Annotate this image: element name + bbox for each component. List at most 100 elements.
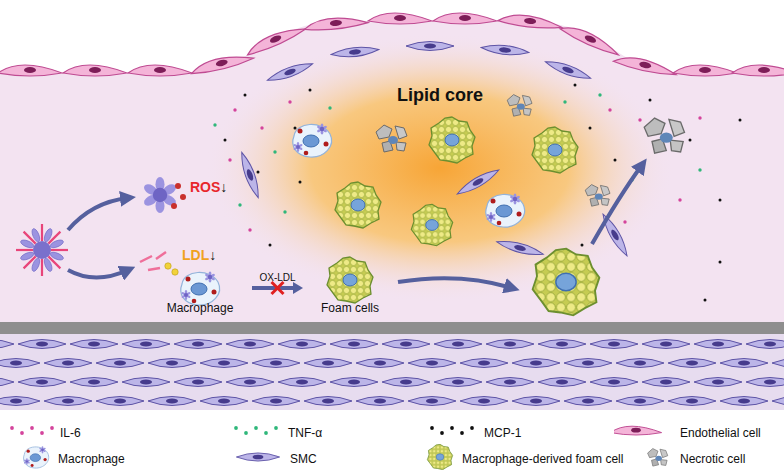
legend-icon xyxy=(236,444,296,470)
illustration-use xyxy=(44,397,92,406)
illustration-use xyxy=(368,13,432,24)
illustration-use xyxy=(642,340,690,349)
illustration-circle xyxy=(698,168,701,171)
illustration-use xyxy=(616,397,664,406)
illustration-circle xyxy=(608,108,611,111)
illustration-polygon xyxy=(293,282,303,294)
illustration-circle xyxy=(288,100,291,103)
illustration-use xyxy=(148,359,196,368)
cell-node: Macrophage xyxy=(148,268,252,318)
illustration-use xyxy=(720,397,768,406)
node-text: Macrophage xyxy=(167,302,234,316)
illustration-g xyxy=(0,13,784,78)
illustration-circle xyxy=(269,244,272,247)
legend-text: IL-6 xyxy=(60,426,81,440)
illustration-use xyxy=(433,13,497,24)
illustration-use xyxy=(668,397,716,406)
legend-entry: SMC xyxy=(290,449,317,467)
node-text: Lipid core xyxy=(397,85,483,106)
legend-entry: TNF-α xyxy=(288,423,322,441)
legend-entry: Macrophage-derived foam cell xyxy=(462,449,623,467)
illustration-use xyxy=(18,340,66,349)
illustration-use xyxy=(720,359,768,368)
label-group: LDL↓ xyxy=(182,248,216,263)
illustration-use xyxy=(356,397,404,406)
illustration-use xyxy=(96,397,144,406)
legend-dots xyxy=(8,424,56,438)
block-mark xyxy=(272,282,284,294)
illustration-path xyxy=(398,278,512,288)
legend-entry: Necrotic cell xyxy=(680,449,745,467)
block-mark xyxy=(272,282,284,294)
illustration-use xyxy=(0,359,40,368)
illustration-circle xyxy=(30,426,34,430)
illustration-use xyxy=(330,378,378,387)
illustration-use xyxy=(174,340,222,349)
illustration-use xyxy=(614,426,662,435)
illustration-use xyxy=(559,22,622,58)
illustration-circle xyxy=(294,127,297,130)
illustration-use xyxy=(599,212,631,258)
illustration-use xyxy=(732,65,784,76)
legend-dots xyxy=(428,424,476,438)
illustration-use xyxy=(278,340,326,349)
illustration-g xyxy=(213,84,741,302)
illustration-circle xyxy=(33,241,51,259)
legend-text: TNF-α xyxy=(288,426,322,440)
illustration-use xyxy=(434,378,482,387)
illustration-use xyxy=(304,359,352,368)
illustration-use xyxy=(44,359,92,368)
illustration-use xyxy=(460,359,508,368)
illustration-use xyxy=(122,378,170,387)
illustration-circle xyxy=(234,426,238,430)
illustration-circle xyxy=(224,139,227,142)
illustration-use xyxy=(644,118,684,153)
illustration-g xyxy=(238,42,631,259)
illustration-use xyxy=(382,378,430,387)
illustration-use xyxy=(0,378,14,387)
illustration-circle xyxy=(689,139,692,142)
illustration-circle xyxy=(257,171,260,174)
illustration-circle xyxy=(614,159,617,162)
illustration-use xyxy=(278,378,326,387)
legend-entry: MCP-1 xyxy=(484,423,521,441)
illustration-use xyxy=(429,117,475,163)
illustration-line xyxy=(16,249,33,251)
illustration-line xyxy=(140,256,152,262)
illustration-circle xyxy=(649,99,652,102)
molecule-label: ROS xyxy=(190,180,220,195)
illustration-use xyxy=(252,397,300,406)
illustration-line xyxy=(41,224,43,241)
illustration-use xyxy=(189,50,254,76)
illustration-g xyxy=(140,252,178,275)
legend-text: Necrotic cell xyxy=(680,452,745,466)
illustration-circle xyxy=(233,108,236,111)
illustration-use xyxy=(376,125,407,152)
illustration-use xyxy=(590,378,638,387)
illustration-circle xyxy=(20,431,24,435)
illustration-circle xyxy=(309,89,312,92)
legend-entry: Macrophage xyxy=(58,449,125,467)
illustration-use xyxy=(0,397,40,406)
illustration-use xyxy=(613,53,678,77)
legend-dots xyxy=(232,424,280,438)
illustration-use xyxy=(252,359,300,368)
illustration-circle xyxy=(273,150,276,153)
node-text: Foam cells xyxy=(321,302,379,316)
illustration-use xyxy=(331,45,380,59)
illustration-use xyxy=(411,204,452,245)
illustration-circle xyxy=(638,118,641,121)
illustration-path xyxy=(0,22,784,322)
illustration-use xyxy=(481,43,530,57)
illustration-use xyxy=(673,65,737,76)
illustration-use xyxy=(544,58,592,83)
cell-node: Foam cells xyxy=(303,256,397,318)
legend-text: Macrophage-derived foam cell xyxy=(462,452,623,466)
illustration-use xyxy=(486,194,525,228)
illustration-use xyxy=(236,453,279,461)
illustration-circle xyxy=(299,181,302,184)
illustration-use xyxy=(512,359,560,368)
illustration-use xyxy=(533,249,600,316)
illustration-circle xyxy=(328,106,331,109)
illustration-circle xyxy=(450,426,454,430)
